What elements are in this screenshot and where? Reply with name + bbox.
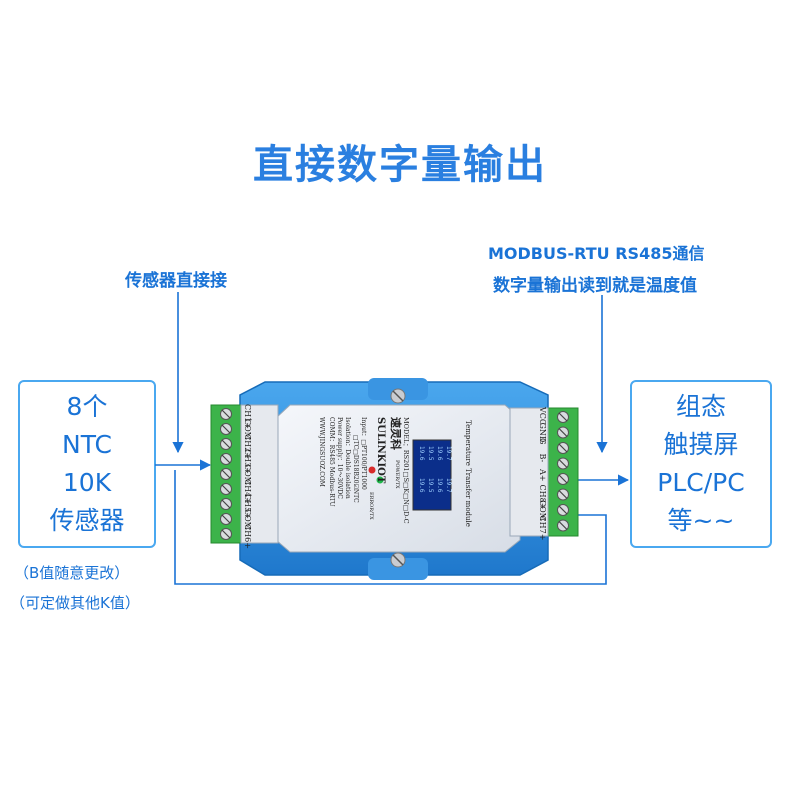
terminal-label-left: CH4+: [243, 479, 252, 504]
b-value-note: （B值随意更改）: [14, 564, 130, 582]
terminal-label-right: CH8+: [538, 485, 547, 510]
lcd-value: 19.5: [427, 478, 434, 493]
terminal-label-right: G: [538, 438, 547, 444]
error-led-icon: [376, 476, 384, 484]
page-title: 直接数字量输出: [253, 142, 547, 188]
left-annotation: 传感器直接接: [125, 271, 227, 291]
lcd-value: 19.7: [445, 478, 452, 493]
brand-en: SULINKIOT: [375, 417, 386, 484]
terminal-label-right: A+: [538, 468, 547, 481]
terminal-label-left: CH3+: [243, 449, 252, 474]
k-value-note: （可定做其他K值）: [10, 594, 140, 612]
power-text: Power supply：10～30VDC: [336, 417, 343, 499]
display-box: 组态 触摸屏 PLC/PC 等~~: [630, 380, 772, 548]
ch7-ch8-loop: [174, 470, 607, 585]
error-led-label: ERROR/TX: [368, 492, 374, 520]
power-led-label: POWER/TX: [394, 460, 400, 489]
bottom-wing: [368, 558, 428, 580]
right-annotation-line1: MODBUS-RTU RS485通信: [488, 244, 705, 263]
module-name: Temperature Transfer module: [464, 420, 472, 527]
lcd-value: 19.6: [418, 446, 425, 461]
lcd-value: 19.6: [436, 446, 443, 461]
input2-text: □TC□DS18B20☑NTC: [352, 435, 359, 503]
power-led-icon: [368, 466, 376, 474]
lcd-value: 19.6: [436, 478, 443, 493]
terminal-label-right: VCC: [538, 406, 547, 425]
model-text: MODEL：RS201□S□K□N□D-C: [402, 417, 410, 524]
terminal-label-left: COM: [243, 419, 252, 440]
terminal-label-right: B-: [538, 454, 547, 463]
lcd-value: 19.5: [427, 446, 434, 461]
display-scada: 组态: [675, 392, 726, 421]
terminal-label-left: CH5+: [243, 494, 252, 519]
terminal-label-left: COM: [243, 509, 252, 530]
lcd-value: 19.6: [418, 478, 425, 493]
terminal-label-right: GND: [538, 423, 547, 443]
display-touchscreen: 触摸屏: [663, 430, 739, 459]
terminal-label-left: COM: [243, 464, 252, 485]
lcd-value: 19.7: [445, 446, 452, 461]
comm-text: COMM：RS485 Modbus-RTU: [328, 417, 335, 507]
right-annotation-line2: 数字量输出读到就是温度值: [493, 276, 697, 296]
terminal-label-left: CH6+: [243, 524, 252, 549]
input-text: Input：□PT100/PT1000: [360, 417, 367, 490]
isolation-text: Isolation：Double isolation: [344, 417, 351, 499]
terminal-label-right: COM: [538, 500, 547, 521]
sensor-resistance: 10K: [62, 468, 112, 497]
sensor-label: 传感器: [49, 506, 125, 535]
lcd-screen: [412, 439, 452, 511]
display-plc: PLC/PC: [657, 468, 745, 497]
terminal-label-left: CH1+: [243, 404, 252, 429]
display-etc: 等~~: [667, 506, 735, 535]
sensor-box: 8个 NTC 10K 传感器: [18, 380, 156, 548]
url-text: WWW.JINGSUOZ.COM: [318, 417, 325, 487]
sensor-count: 8个: [66, 392, 108, 421]
brand-cn: 速灵科: [389, 417, 403, 450]
sensor-type: NTC: [62, 430, 112, 459]
terminal-label-left: CH2+: [243, 434, 252, 459]
terminal-label-right: CH7+: [538, 516, 547, 541]
